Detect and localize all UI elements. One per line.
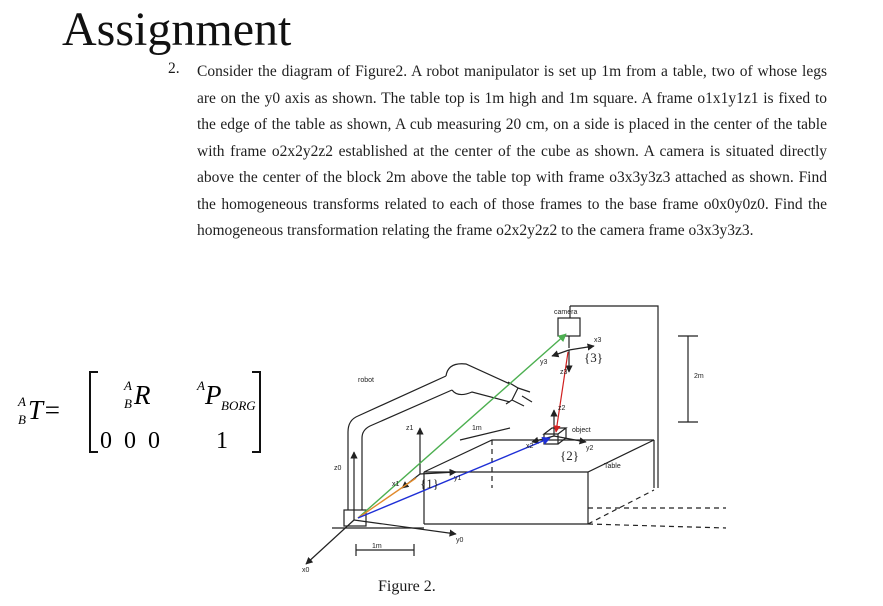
dimension-bottom <box>355 544 415 556</box>
label-1m-bottom: 1m <box>372 543 382 550</box>
figure-2-diagram: camera robot object Table 2m 1m 1m x0 y0… <box>302 305 727 574</box>
formula-lhs: T= <box>28 395 61 425</box>
rotation-sub: B <box>124 396 132 411</box>
label-x0: x0 <box>302 567 310 574</box>
label-y3: y3 <box>540 359 548 366</box>
vector-base-to-object <box>357 437 551 519</box>
vector-base-to-frame1 <box>357 477 417 519</box>
back-wall <box>570 305 659 488</box>
position-symbol: P <box>204 380 222 410</box>
robot-base <box>343 509 367 527</box>
position-sub: BORG <box>221 398 256 413</box>
y0-axis <box>353 519 457 537</box>
rotation-sup: A <box>123 378 132 393</box>
label-2m: 2m <box>694 373 704 380</box>
robot-gripper <box>505 381 533 407</box>
label-frame2: {2} <box>560 448 579 463</box>
label-object: object <box>572 427 591 434</box>
label-y0: y0 <box>456 537 464 544</box>
homogeneous-transform-formula: A B T= A B R A P BORG 0 0 0 1 <box>17 371 261 454</box>
bottom-row-one: 1 <box>216 428 228 454</box>
dimension-height <box>678 335 698 423</box>
robot-link-2 <box>445 363 511 403</box>
table-front <box>423 440 655 524</box>
table-side-dash <box>587 489 727 529</box>
label-x3: x3 <box>594 337 602 344</box>
label-frame1: {1} <box>420 476 439 491</box>
right-bracket <box>252 371 261 453</box>
left-bracket <box>89 371 98 453</box>
label-x1: x1 <box>392 481 400 488</box>
label-1m-top: 1m <box>472 425 482 432</box>
label-robot: robot <box>358 377 374 384</box>
formula-lhs-sup: A <box>17 394 26 409</box>
label-camera: camera <box>554 309 577 316</box>
x0-axis <box>305 519 355 565</box>
label-z3: z3 <box>560 369 568 376</box>
y3-axis <box>551 349 570 358</box>
label-z1: z1 <box>406 425 414 432</box>
formula-lhs-sub: B <box>18 412 26 427</box>
label-x2: x2 <box>526 443 534 450</box>
camera-box <box>557 317 581 337</box>
label-frame3: {3} <box>584 350 603 365</box>
label-y2: y2 <box>586 445 594 452</box>
bottom-row-zeros: 0 0 0 <box>100 428 160 454</box>
position-sup: A <box>196 378 205 393</box>
figure-caption: Figure 2. <box>378 578 436 595</box>
rotation-symbol: R <box>133 380 151 410</box>
vector-camera-to-object <box>553 351 569 433</box>
question-number: 2. <box>168 60 180 77</box>
dimension-top <box>459 427 511 441</box>
x3-axis <box>568 343 595 351</box>
label-y1: y1 <box>454 475 462 482</box>
label-table: Table <box>604 463 621 470</box>
robot-link-1 <box>347 375 453 510</box>
vector-base-to-camera <box>357 333 567 519</box>
question-text: Consider the diagram of Figure2. A robot… <box>197 63 827 239</box>
assignment-title: Assignment <box>62 3 292 56</box>
y1-axis <box>419 468 457 476</box>
label-z2: z2 <box>558 405 566 412</box>
label-z0: z0 <box>334 465 342 472</box>
y2-axis <box>553 435 587 445</box>
